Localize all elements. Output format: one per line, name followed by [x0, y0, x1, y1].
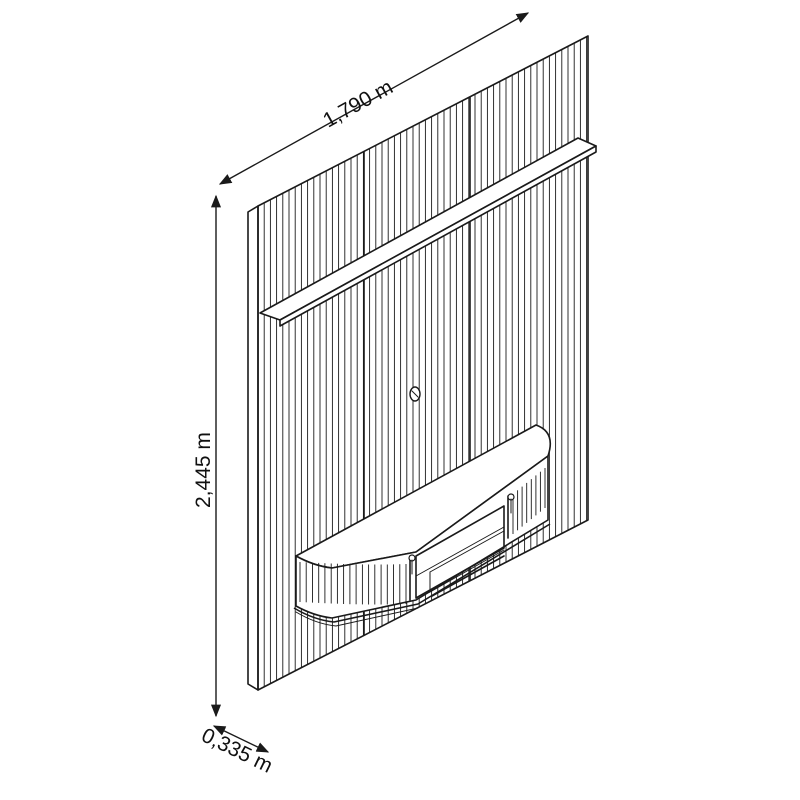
wall-outlet [409, 386, 421, 402]
tv-rack-body [295, 455, 549, 619]
tv-rack [293, 424, 552, 627]
tv-rack-bottom [293, 523, 551, 623]
width-dimension-line [218, 12, 530, 185]
center-niche [415, 505, 505, 599]
panel-side-edge [247, 205, 259, 691]
upper-shelf [259, 137, 597, 327]
upper-shelf-front [279, 145, 597, 327]
width-dimension-label: 1,790 m [319, 75, 397, 132]
height-dimension-label: 2,445 m [192, 432, 215, 508]
panel-outline [257, 35, 589, 691]
upper-shelf-top [259, 137, 597, 321]
depth-dimension-label: 0,335 m [198, 724, 276, 778]
right-door-handle [507, 493, 515, 514]
depth-dimension: 0,335 m [198, 724, 276, 778]
right-door-slats [512, 468, 546, 534]
depth-dimension-line [212, 725, 270, 753]
width-dimension: 1,790 m [218, 12, 530, 185]
left-door-slats [299, 562, 407, 605]
left-door-handle [408, 554, 416, 575]
height-dimension: 2,445 m [192, 194, 222, 718]
